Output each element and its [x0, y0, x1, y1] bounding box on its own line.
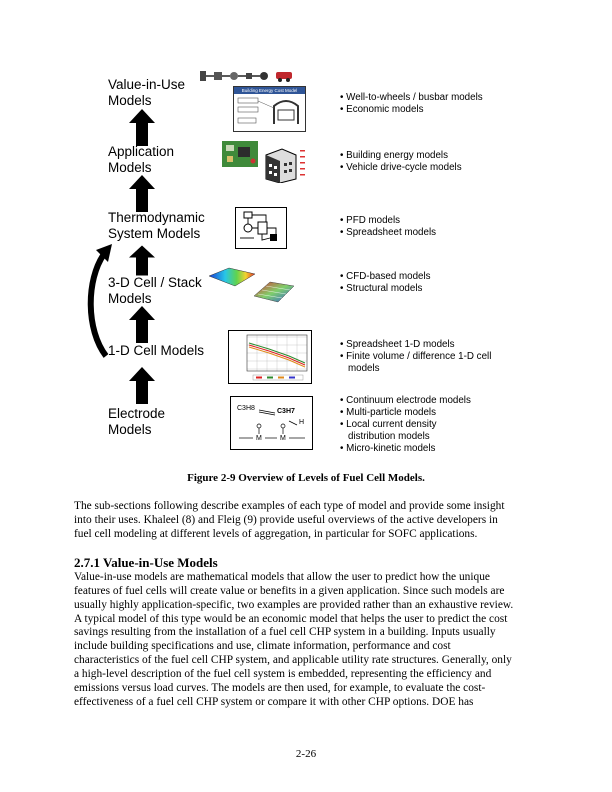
section-heading: 2.7.1 Value-in-Use Models: [74, 555, 218, 570]
up-arrow-icon: [129, 109, 155, 146]
curved-feedback-arrow-icon: [87, 244, 112, 358]
chem-m1: M: [256, 435, 262, 442]
bullets-thermodynamic: • PFD models • Spreadsheet models: [340, 215, 437, 238]
surface-reaction-schematic: C3H8 C3H7 H M M: [230, 396, 313, 450]
cfd-contour-plot-icon: [208, 267, 256, 287]
figure-caption: Figure 2-9 Overview of Levels of Fuel Ce…: [187, 472, 425, 484]
section-paragraph: Value-in-use models are mathematical mod…: [74, 571, 514, 708]
bullets-3d-cell: • CFD-based models • Structural models: [340, 271, 431, 294]
up-arrow-icon: [129, 175, 155, 212]
intro-paragraph: The sub-sections following describe exam…: [74, 500, 505, 540]
bullets-1d-cell: • Spreadsheet 1-D models • Finite volume…: [340, 339, 492, 374]
well-to-wheels-chain-icon: [200, 71, 292, 82]
up-arrow-icon: [129, 367, 155, 404]
bullets-application: • Building energy models • Vehicle drive…: [340, 150, 462, 173]
process-flow-diagram: [235, 207, 287, 249]
building-model-title: Building Energy Cost Model: [234, 87, 305, 94]
building-3d-icon: [265, 148, 297, 183]
bullets-value-in-use: • Well-to-wheels / busbar models • Econo…: [340, 92, 483, 115]
up-arrow-icon: [129, 245, 155, 276]
circuit-board-icon: [222, 141, 258, 167]
chem-h: H: [299, 419, 305, 426]
building-energy-model-diagram: Building Energy Cost Model: [233, 86, 306, 132]
up-arrow-icon: [129, 306, 155, 343]
1d-cell-performance-plot: [228, 330, 312, 384]
chem-m2: M: [280, 435, 286, 442]
annotation-marks-icon: [300, 150, 305, 176]
structural-stack-model-icon: [253, 281, 295, 303]
chem-c3h8: C3H8: [237, 405, 255, 412]
level-label-1d-cell: 1-D Cell Models: [108, 343, 205, 358]
chem-c3h7: C3H7: [277, 408, 295, 415]
page-number: 2-26: [295, 748, 317, 760]
bullets-electrode: • Continuum electrode models • Multi-par…: [340, 395, 471, 454]
